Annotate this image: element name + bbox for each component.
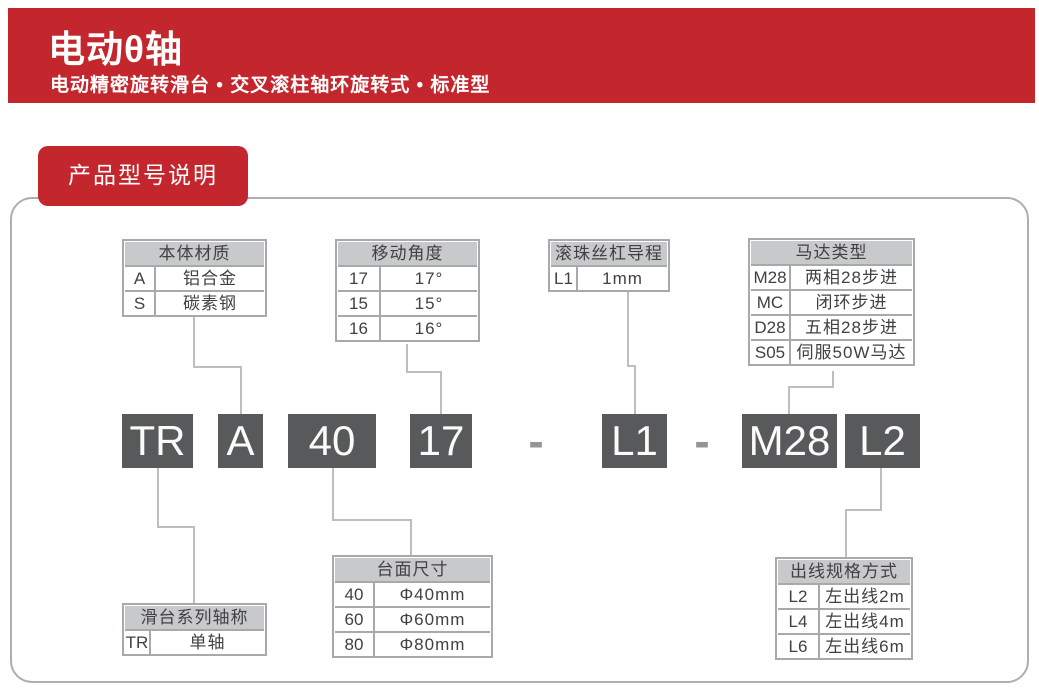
header-banner: 电动θ轴 电动精密旋转滑台 • 交叉滚柱轴环旋转式 • 标准型 (8, 8, 1035, 103)
table-series-name: 滑台系列轴称 TR 单轴 (122, 603, 267, 656)
connector-line (193, 366, 242, 368)
table-surface-size: 台面尺寸 40 Φ40mm 60 Φ60mm 80 Φ80mm (332, 555, 493, 658)
model-code-segment-size: 40 (288, 414, 376, 468)
table-ballscrew-lead: 滚珠丝杠导程 L1 1mm (548, 239, 670, 292)
option-desc: 伺服50W马达 (796, 343, 907, 362)
table-moving-angle: 移动角度 17 17° 15 15° 16 16° (335, 239, 480, 342)
connector-line (240, 366, 242, 414)
option-desc: 15° (414, 294, 444, 313)
table-row: M28 两相28步进 (751, 264, 912, 289)
option-desc: 闭环步进 (815, 293, 888, 312)
table-title: 滑台系列轴称 (125, 606, 264, 629)
option-code: L4 (778, 610, 820, 633)
table-title: 本体材质 (125, 242, 264, 265)
option-code: 80 (335, 633, 375, 656)
table-title: 移动角度 (338, 242, 477, 265)
table-row: D28 五相28步进 (751, 314, 912, 339)
connector-line (157, 468, 159, 528)
connector-line (880, 468, 882, 511)
option-desc: 左出线2m (825, 587, 905, 606)
table-row: L6 左出线6m (778, 633, 910, 658)
option-desc: 铝合金 (183, 269, 237, 288)
table-row: MC 闭环步进 (751, 289, 912, 314)
option-desc: Φ60mm (399, 610, 466, 629)
connector-line (440, 371, 442, 414)
option-desc: 1mm (602, 269, 643, 288)
model-code-segment-angle: 17 (410, 414, 472, 468)
option-desc: 17° (414, 269, 444, 288)
option-code: 40 (335, 583, 375, 606)
connector-line (832, 371, 834, 388)
option-code: 17 (338, 267, 381, 290)
option-desc: Φ80mm (399, 635, 466, 654)
page-subtitle: 电动精密旋转滑台 • 交叉滚柱轴环旋转式 • 标准型 (50, 75, 491, 96)
table-row: 16 16° (338, 315, 477, 340)
table-title: 滚珠丝杠导程 (551, 242, 667, 265)
table-row: S05 伺服50W马达 (751, 339, 912, 364)
option-code: 60 (335, 608, 375, 631)
connector-line (332, 519, 412, 521)
connector-line (845, 509, 882, 511)
option-desc: 五相28步进 (805, 318, 898, 337)
connector-line (406, 371, 442, 373)
table-row: 15 15° (338, 290, 477, 315)
option-code: S (125, 292, 156, 315)
connector-line (788, 386, 834, 388)
table-title: 出线规格方式 (778, 560, 910, 583)
page-title: 电动θ轴 (48, 29, 183, 70)
option-desc: 左出线6m (825, 637, 905, 656)
model-code-dash: - (694, 415, 710, 467)
table-body-material: 本体材质 A 铝合金 S 碳素钢 (122, 239, 267, 317)
table-row: 60 Φ60mm (335, 606, 490, 631)
model-code-segment-wiring: L2 (845, 414, 920, 468)
table-row: A 铝合金 (125, 265, 264, 290)
option-code: A (125, 267, 156, 290)
table-row: 40 Φ40mm (335, 581, 490, 606)
connector-line (410, 519, 412, 556)
connector-line (788, 386, 790, 414)
connector-line (332, 468, 334, 521)
section-tab-model-description: 产品型号说明 (38, 146, 248, 206)
option-code: 16 (338, 317, 381, 340)
connector-line (627, 365, 636, 367)
table-wire-spec: 出线规格方式 L2 左出线2m L4 左出线4m L6 左出线6m (775, 557, 913, 660)
option-desc: Φ40mm (399, 585, 466, 604)
option-code: L1 (551, 267, 578, 290)
connector-line (627, 290, 629, 367)
connector-line (406, 344, 408, 373)
option-desc: 左出线4m (825, 612, 905, 631)
table-row: 80 Φ80mm (335, 631, 490, 656)
table-row: L1 1mm (551, 265, 667, 290)
model-code-segment-motor: M28 (742, 414, 837, 468)
connector-line (193, 313, 195, 368)
model-code-dash: - (528, 415, 544, 467)
option-code: MC (751, 291, 791, 314)
option-code: D28 (751, 316, 791, 339)
option-code: L6 (778, 635, 820, 658)
table-row: L2 左出线2m (778, 583, 910, 608)
table-row: TR 单轴 (125, 629, 264, 654)
table-title: 台面尺寸 (335, 558, 490, 581)
model-code-segment-series: TR (122, 414, 193, 468)
option-code: L2 (778, 585, 820, 608)
option-desc: 16° (414, 319, 444, 338)
table-title: 马达类型 (751, 241, 912, 264)
table-row: L4 左出线4m (778, 608, 910, 633)
option-code: S05 (751, 341, 791, 364)
option-desc: 单轴 (189, 633, 226, 652)
option-code: TR (125, 631, 151, 654)
table-row: S 碳素钢 (125, 290, 264, 315)
connector-line (157, 526, 195, 528)
option-desc: 两相28步进 (805, 268, 898, 287)
table-motor-type: 马达类型 M28 两相28步进 MC 闭环步进 D28 五相28步进 S05 伺… (748, 238, 915, 366)
connector-line (634, 365, 636, 414)
option-desc: 碳素钢 (183, 294, 237, 313)
option-code: M28 (751, 266, 791, 289)
option-code: 15 (338, 292, 381, 315)
model-code-segment-lead: L1 (602, 414, 667, 468)
connector-line (193, 526, 195, 603)
table-row: 17 17° (338, 265, 477, 290)
model-code-segment-material: A (218, 414, 263, 468)
connector-line (845, 509, 847, 557)
